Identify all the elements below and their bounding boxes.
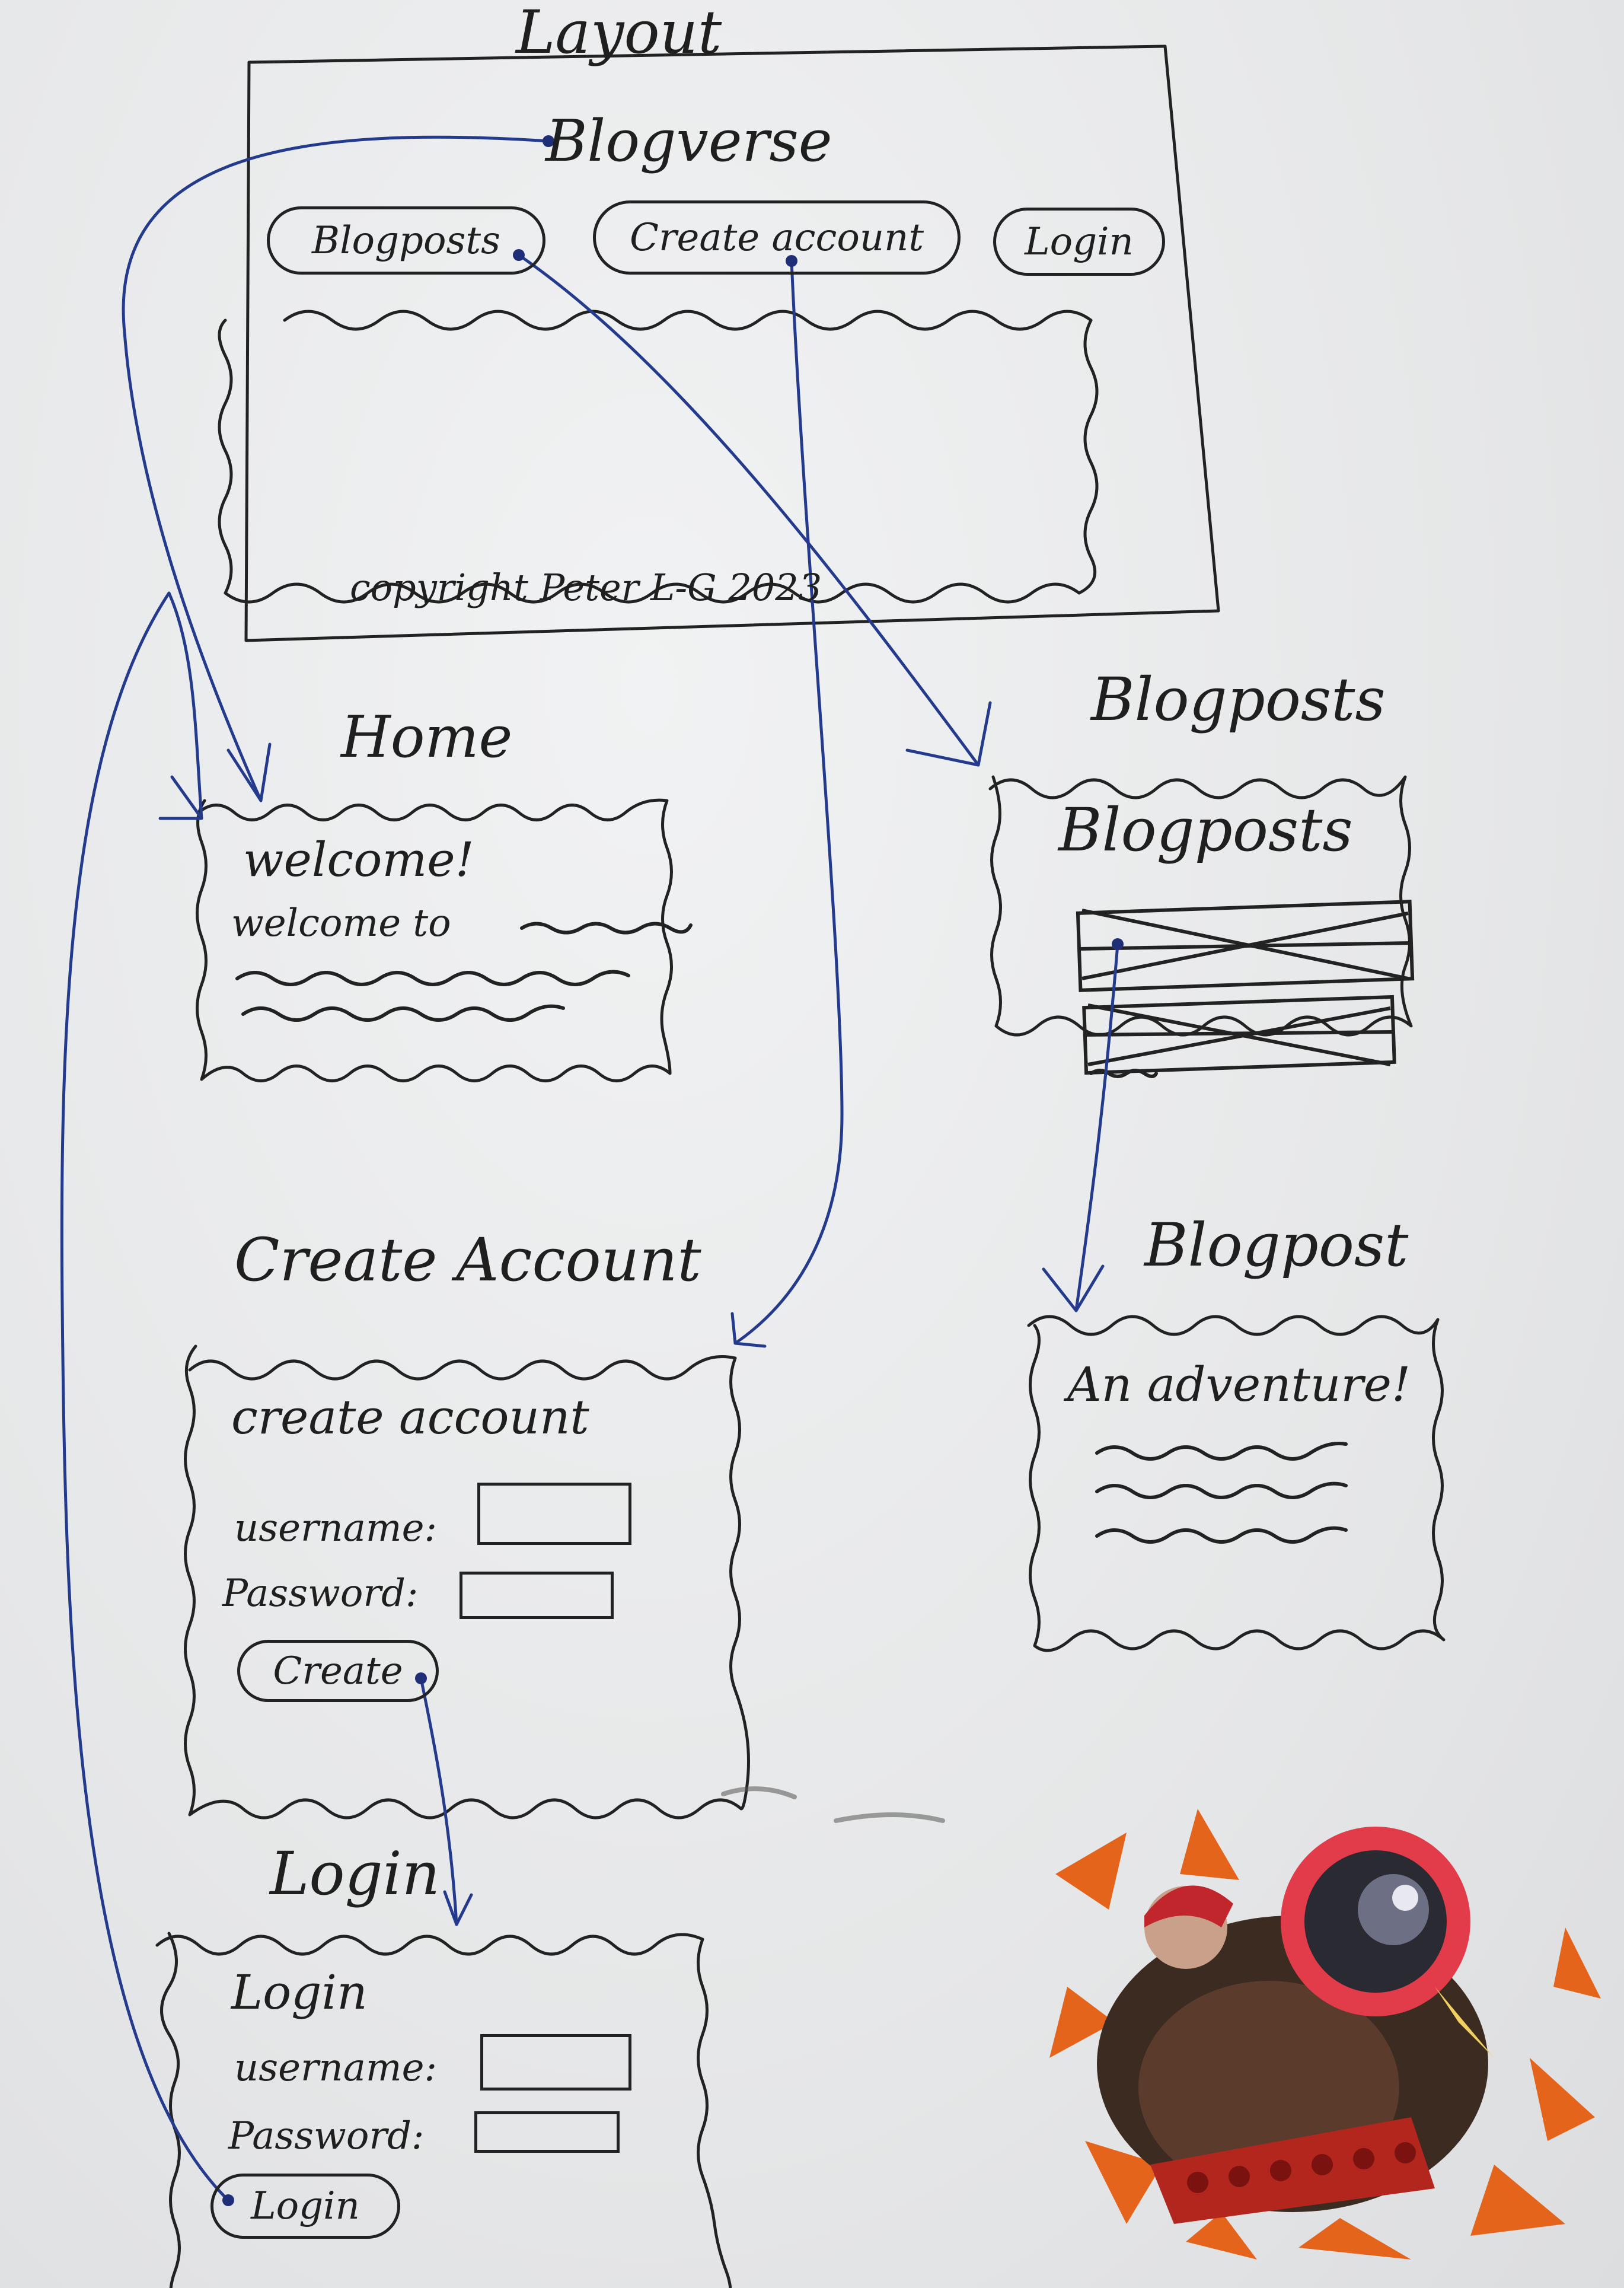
blogpost-frame-title: Blogpost <box>1144 1210 1409 1280</box>
site-title: Blogverse <box>545 108 832 174</box>
login-username-input[interactable] <box>480 2034 631 2091</box>
home-text-line <box>241 1004 565 1022</box>
login-frame <box>155 1932 732 2288</box>
home-text-line <box>520 922 693 935</box>
home-text-line <box>235 970 630 986</box>
create-account-username-label: username: <box>234 1506 438 1550</box>
create-account-username-input[interactable] <box>477 1483 631 1545</box>
create-account-password-label: Password: <box>222 1572 419 1615</box>
blogpost-text-line <box>1095 1442 1348 1461</box>
home-frame <box>196 798 673 1082</box>
arrow-blogposts-to-blogposts-page <box>517 253 980 767</box>
smudge-mark <box>721 1786 797 1799</box>
nav-create-account-button[interactable]: Create account <box>593 200 961 275</box>
arrow-create-to-login <box>419 1677 458 1926</box>
login-frame-title: Login <box>270 1839 441 1908</box>
smudge-mark <box>834 1812 945 1823</box>
home-heading: welcome! <box>243 832 474 887</box>
layout-footer: copyright Peter L-G 2023 <box>350 566 822 609</box>
layout-frame <box>244 44 1220 642</box>
create-account-frame-title: Create Account <box>234 1225 701 1295</box>
create-button[interactable]: Create <box>237 1640 439 1702</box>
login-password-label: Password: <box>228 2114 425 2158</box>
blogposts-scribble <box>1089 1069 1158 1078</box>
create-account-password-input[interactable] <box>460 1572 614 1619</box>
arrow-blogverse-to-home <box>122 135 550 802</box>
blogposts-frame-title: Blogposts <box>1091 665 1386 734</box>
arrow-login-to-home <box>60 591 230 2202</box>
create-account-heading: create account <box>231 1390 589 1445</box>
layout-frame-title: Layout <box>516 0 722 67</box>
blogpost-list-item <box>1076 900 1415 992</box>
login-heading: Login <box>231 1965 368 2020</box>
blogpost-list-item <box>1082 995 1396 1075</box>
blogpost-text-line <box>1095 1526 1348 1544</box>
mario-strikers-sticker-icon <box>1049 1809 1601 2260</box>
login-password-input[interactable] <box>474 2111 620 2153</box>
create-account-frame <box>184 1344 750 1819</box>
blogpost-list-items <box>1076 900 1415 1075</box>
blogposts-frame <box>988 775 1413 1037</box>
layout-content-area <box>218 310 1099 604</box>
home-welcome-line: welcome to <box>231 901 451 945</box>
login-username-label: username: <box>234 2046 438 2090</box>
blogpost-frame <box>1027 1315 1446 1652</box>
nav-login-button[interactable]: Login <box>993 208 1165 276</box>
blogpost-heading: An adventure! <box>1067 1357 1411 1412</box>
arrow-create-account-to-page <box>733 259 844 1345</box>
home-frame-title: Home <box>341 704 513 770</box>
blogposts-heading: Blogposts <box>1058 795 1353 865</box>
login-button[interactable]: Login <box>210 2174 400 2239</box>
blogpost-text-line <box>1095 1481 1348 1499</box>
nav-blogposts-button[interactable]: Blogposts <box>267 206 545 275</box>
arrow-blogposts-list-to-blogpost <box>1074 942 1119 1312</box>
